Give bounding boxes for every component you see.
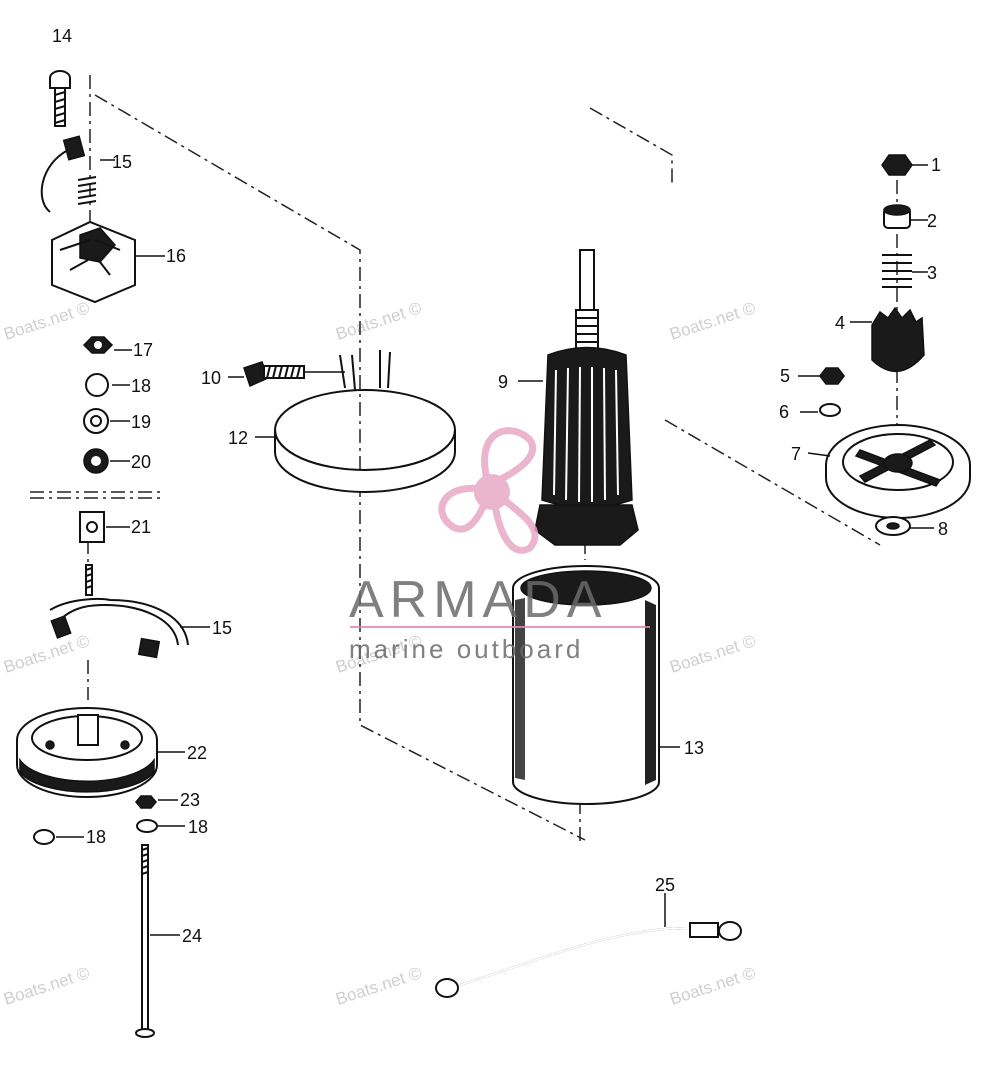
part-label-18-b: 18 <box>188 817 208 837</box>
part-25-cable <box>435 893 742 998</box>
part-label-9: 9 <box>498 372 508 392</box>
part-18-washer-b <box>136 819 158 833</box>
watermark-text: Boats.net © <box>1 631 92 677</box>
part-12-band <box>255 350 456 493</box>
part-label-15-bottom: 15 <box>212 618 232 638</box>
part-label-24: 24 <box>182 926 202 946</box>
part-15-brush-spring <box>40 135 115 213</box>
part-label-20: 20 <box>131 452 151 472</box>
part-label-17: 17 <box>133 340 153 360</box>
part-label-3: 3 <box>927 263 937 283</box>
part-13-frame <box>512 565 680 805</box>
part-1-nut <box>881 154 928 176</box>
part-label-18-c: 18 <box>86 827 106 847</box>
part-label-23: 23 <box>180 790 200 810</box>
part-label-13: 13 <box>684 738 704 758</box>
part-21-terminal <box>79 511 105 543</box>
part-label-15-top: 15 <box>112 152 132 172</box>
part-label-12: 12 <box>228 428 248 448</box>
watermark-text: Boats.net © <box>667 298 758 344</box>
part-24-through-bolt <box>135 844 180 1038</box>
part-2-spacer <box>883 204 928 229</box>
part-label-1: 1 <box>931 155 941 175</box>
brand-name: ARMADA <box>349 571 607 629</box>
part-label-19: 19 <box>131 412 151 432</box>
part-16-brush-holder <box>51 220 165 304</box>
part-10-bolt <box>228 361 345 388</box>
part-14-screw <box>49 70 71 127</box>
leader-lines-23-18 <box>56 799 185 838</box>
part-6-lockwasher <box>800 403 841 417</box>
part-label-6: 6 <box>779 402 789 422</box>
part-label-7: 7 <box>791 444 801 464</box>
part-20-nut <box>83 448 109 474</box>
propeller-icon <box>438 427 539 554</box>
part-5-nut <box>798 367 845 385</box>
part-4-drive-pinion <box>850 306 925 373</box>
part-label-14: 14 <box>52 26 72 46</box>
watermark-text: Boats.net © <box>1 963 92 1009</box>
part-18-lockwasher <box>85 373 109 397</box>
part-number-labels: 1 2 3 4 5 6 7 8 9 10 12 13 14 15 16 17 1… <box>52 26 948 946</box>
part-label-18-a: 18 <box>131 376 151 396</box>
part-17-nut <box>82 336 114 354</box>
watermark-text: Boats.net © <box>1 298 92 344</box>
part-3-spring <box>882 254 928 288</box>
alignment-lines <box>30 75 898 845</box>
part-7-end-plate <box>807 424 971 519</box>
part-label-5: 5 <box>780 366 790 386</box>
part-label-16: 16 <box>166 246 186 266</box>
part-label-2: 2 <box>927 211 937 231</box>
part-23-nut <box>135 795 157 809</box>
watermark-text: Boats.net © <box>667 631 758 677</box>
watermark-text: Boats.net © <box>667 963 758 1009</box>
watermark-text: Boats.net © <box>333 298 424 344</box>
watermark-text: Boats.net © <box>333 963 424 1009</box>
armada-logo: ARMADA marine outboard <box>349 427 650 664</box>
leader-lines-17-21 <box>106 349 132 528</box>
part-label-22: 22 <box>187 743 207 763</box>
part-label-10: 10 <box>201 368 221 388</box>
part-label-21: 21 <box>131 517 151 537</box>
part-15-brush-set <box>49 564 210 659</box>
part-8-washer <box>875 516 934 536</box>
part-label-25: 25 <box>655 875 675 895</box>
part-label-4: 4 <box>835 313 845 333</box>
brand-tagline: marine outboard <box>349 634 583 664</box>
part-9-armature <box>518 249 639 546</box>
part-22-end-cap <box>16 707 185 798</box>
part-label-8: 8 <box>938 519 948 539</box>
part-18-washer-c <box>33 829 55 845</box>
part-19-washer <box>83 408 109 434</box>
